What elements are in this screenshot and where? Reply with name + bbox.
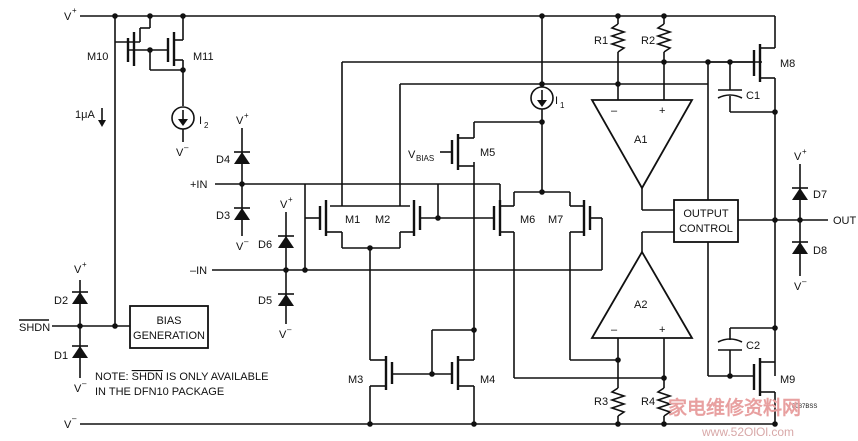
a2-label: A2: [634, 299, 647, 311]
shdn-label: SHDN: [19, 322, 50, 334]
svg-text:R3: R3: [594, 396, 608, 408]
mirror-m10-m11: M10 M11: [87, 13, 214, 304]
svg-text:–: –: [244, 237, 249, 246]
m4-label: M4: [480, 374, 495, 386]
current-source-i1: I 1: [530, 13, 565, 192]
vbias-label: V: [408, 149, 416, 161]
m6-label: M6: [520, 214, 535, 226]
amplifier-a1: – + A1: [590, 99, 694, 211]
svg-text:–: –: [82, 379, 87, 388]
current-source-i2: I 2 V –: [171, 106, 209, 159]
svg-text:OUTPUT: OUTPUT: [683, 208, 729, 220]
svg-text:+: +: [244, 111, 249, 120]
vplus-rail: V +: [64, 6, 776, 40]
m8-label: M8: [780, 58, 795, 70]
m5-vbias: V BIAS M5: [408, 121, 542, 170]
amplifier-a2: – + A2: [590, 231, 694, 339]
vminus-rail: V –: [64, 414, 775, 431]
bias-generation-block: BIAS GENERATION: [129, 305, 209, 349]
svg-text:–: –: [802, 277, 807, 286]
a1-label: A1: [634, 134, 647, 146]
i2-label: I: [199, 115, 202, 127]
vplus-sup: +: [72, 6, 77, 15]
vplus-label: V: [64, 11, 72, 23]
d4-label: D4: [216, 154, 230, 166]
i2-vminus: V: [176, 147, 184, 159]
resistor-r1: R1: [594, 13, 627, 100]
resistor-r2: R2: [641, 13, 673, 100]
m10-label: M10: [87, 51, 108, 63]
resistor-r3: R3: [594, 338, 627, 427]
svg-text:BIAS: BIAS: [156, 315, 181, 327]
out-label: OUT: [833, 215, 857, 227]
svg-text:www.52OlOl.com: www.52OlOl.com: [701, 425, 794, 439]
m7-label: M7: [548, 214, 563, 226]
svg-text:–: –: [611, 105, 618, 117]
output-stage: M8 C1 C2 M9: [705, 40, 795, 427]
plus-input-protection: V + V – D4 D3 +IN: [190, 111, 500, 253]
d1-label: D1: [54, 350, 68, 362]
d5-label: D5: [258, 295, 272, 307]
svg-text:1μA: 1μA: [75, 109, 95, 121]
figure-id: 6087BSS: [792, 404, 817, 410]
output-node: OUT V + V – D7 D8: [738, 147, 857, 293]
d8-label: D8: [813, 245, 827, 257]
i1-sub: 1: [560, 101, 565, 110]
svg-text:V: V: [794, 281, 802, 293]
m5-label: M5: [480, 147, 495, 159]
plus-in-label: +IN: [190, 179, 207, 191]
d7-label: D7: [813, 189, 827, 201]
c1-label: C1: [746, 90, 760, 102]
output-control-block: OUTPUT CONTROL: [673, 199, 739, 243]
svg-text:GENERATION: GENERATION: [133, 330, 205, 342]
svg-text:–: –: [287, 325, 292, 334]
d3-label: D3: [216, 210, 230, 222]
svg-text:V: V: [279, 329, 287, 341]
i1-label: I: [555, 95, 558, 107]
input-pair-m1-m2: M1 M2: [302, 61, 762, 360]
vminus-sup: –: [72, 414, 77, 423]
svg-text:+: +: [659, 105, 665, 117]
svg-text:–: –: [184, 143, 189, 152]
i2-sub: 2: [204, 121, 209, 130]
svg-text:V: V: [74, 264, 82, 276]
m1-label: M1: [345, 214, 360, 226]
svg-text:NOTE: SHDN IS ONLY AVAILABLE: NOTE: SHDN IS ONLY AVAILABLE: [95, 371, 268, 383]
svg-text:V: V: [236, 115, 244, 127]
svg-text:CONTROL: CONTROL: [679, 223, 733, 235]
svg-text:BIAS: BIAS: [416, 154, 434, 163]
svg-text:+: +: [82, 260, 87, 269]
svg-text:+: +: [288, 195, 293, 204]
svg-text:–: –: [611, 324, 618, 336]
minus-in-label: –IN: [190, 265, 207, 277]
resistor-r4: R4: [641, 338, 673, 427]
svg-text:V: V: [794, 151, 802, 163]
svg-text:家电维修资料网: 家电维修资料网: [668, 396, 801, 419]
dfn10-note: NOTE: SHDN IS ONLY AVAILABLE IN THE DFN1…: [95, 371, 268, 398]
svg-text:IN THE DFN10 PACKAGE: IN THE DFN10 PACKAGE: [95, 386, 224, 398]
m9-label: M9: [780, 374, 795, 386]
minus-input-protection: V + V – D6 D5 –IN: [190, 195, 602, 341]
svg-text:R2: R2: [641, 35, 655, 47]
shdn-input: SHDN V + V – D2 D1: [19, 260, 130, 395]
svg-text:V: V: [236, 241, 244, 253]
vminus-label: V: [64, 419, 72, 431]
svg-text:V: V: [74, 383, 82, 395]
input-pair-m6-m7: M6 M7: [474, 184, 664, 379]
svg-text:R4: R4: [641, 396, 655, 408]
mirror-m3-m4: M3 M4: [348, 162, 495, 427]
svg-text:+: +: [802, 147, 807, 156]
svg-text:+: +: [659, 324, 665, 336]
current-1ua-label: 1μA: [75, 108, 106, 127]
watermark: 家电维修资料网 www.52OlOl.com: [668, 396, 801, 439]
d6-label: D6: [258, 239, 272, 251]
c2-label: C2: [746, 340, 760, 352]
svg-text:R1: R1: [594, 35, 608, 47]
m3-label: M3: [348, 374, 363, 386]
m11-label: M11: [193, 51, 214, 63]
d2-label: D2: [54, 295, 68, 307]
m2-label: M2: [375, 214, 390, 226]
svg-text:V: V: [280, 199, 288, 211]
